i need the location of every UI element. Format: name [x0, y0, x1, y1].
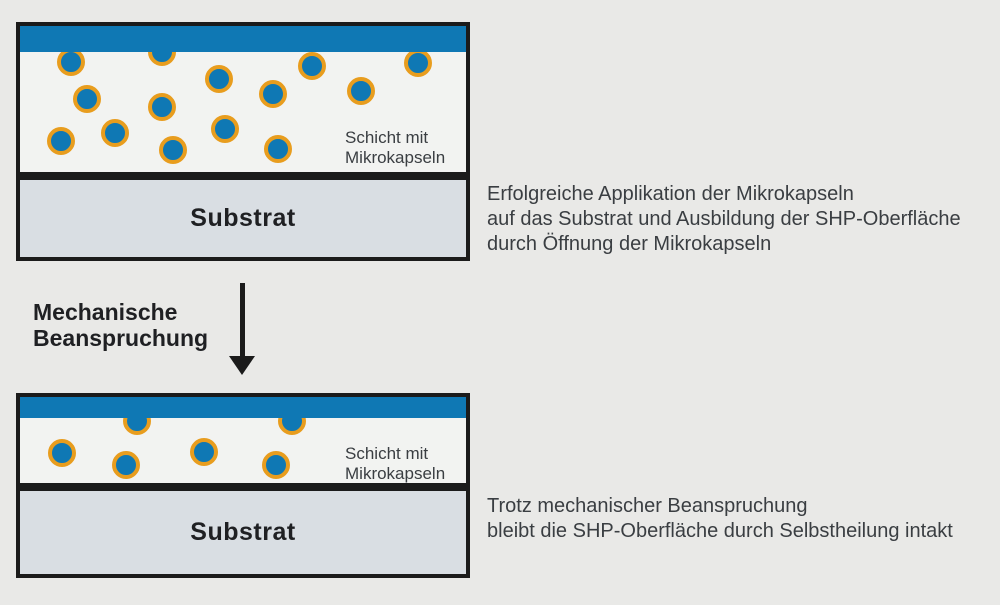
bottom-layer-label: Schicht mit Mikrokapseln: [345, 444, 446, 483]
microcapsule-icon: [205, 65, 233, 93]
bottom-coating-layer-box: Schicht mit Mikrokapseln: [16, 393, 470, 487]
top-caption-line2: auf das Substrat und Ausbildung der SHP-…: [487, 208, 961, 230]
bottom-substrate-label: Substrat: [190, 518, 296, 546]
bottom-layer-label-line1: Schicht mit: [345, 444, 429, 463]
microcapsule-icon: [47, 127, 75, 155]
microcapsule-icon: [347, 77, 375, 105]
top-layer-label-line2: Mikrokapseln: [345, 148, 446, 167]
microcapsule-icon: [148, 93, 176, 121]
microcapsule-icon: [211, 115, 239, 143]
bottom-caption-line1: Trotz mechanischer Beanspruchung: [487, 495, 808, 517]
microcapsule-icon: [262, 451, 290, 479]
top-caption-line3: durch Öffnung der Mikrokapseln: [487, 233, 772, 255]
top-substrate-box: Substrat: [16, 176, 470, 261]
top-layer-label-line1: Schicht mit: [345, 128, 429, 147]
mechanical-stress-label: Mechanische Beanspruchung: [33, 299, 208, 351]
microcapsule-icon: [259, 80, 287, 108]
top-layer-label: Schicht mit Mikrokapseln: [345, 128, 445, 168]
down-arrow-shaft: [240, 283, 245, 357]
top-shp-surface-bar: [20, 26, 466, 52]
top-capsule-field: Schicht mit Mikrokapseln: [20, 26, 466, 172]
opened-microcapsule-icon: [404, 49, 432, 77]
bottom-caption: Trotz mechanischer Beanspruchung bleibt …: [487, 494, 953, 544]
bottom-substrate-box: Substrat: [16, 487, 470, 578]
top-caption: Erfolgreiche Applikation der Mikrokapsel…: [487, 182, 961, 257]
bottom-layer-label-line2: Mikrokapseln: [345, 464, 446, 483]
bottom-caption-line2: bleibt die SHP-Oberfläche durch Selbsthe…: [487, 520, 953, 542]
microcapsule-icon: [190, 438, 218, 466]
microcapsule-icon: [112, 451, 140, 479]
mechanical-stress-label-line2: Beanspruchung: [33, 325, 209, 351]
microcapsule-icon: [101, 119, 129, 147]
top-coating-layer-box: Schicht mit Mikrokapseln: [16, 22, 470, 176]
opened-microcapsule-icon: [57, 48, 85, 76]
down-arrow-head-icon: [229, 356, 255, 375]
microcapsule-icon: [264, 135, 292, 163]
top-substrate-label: Substrat: [190, 204, 296, 232]
bottom-capsule-field: Schicht mit Mikrokapseln: [20, 397, 466, 483]
bottom-shp-surface-bar: [20, 397, 466, 418]
top-caption-line1: Erfolgreiche Applikation der Mikrokapsel…: [487, 183, 854, 205]
microcapsule-icon: [48, 439, 76, 467]
microcapsule-icon: [73, 85, 101, 113]
mechanical-stress-label-line1: Mechanische: [33, 299, 178, 325]
microcapsule-icon: [159, 136, 187, 164]
microcapsule-icon: [298, 52, 326, 80]
